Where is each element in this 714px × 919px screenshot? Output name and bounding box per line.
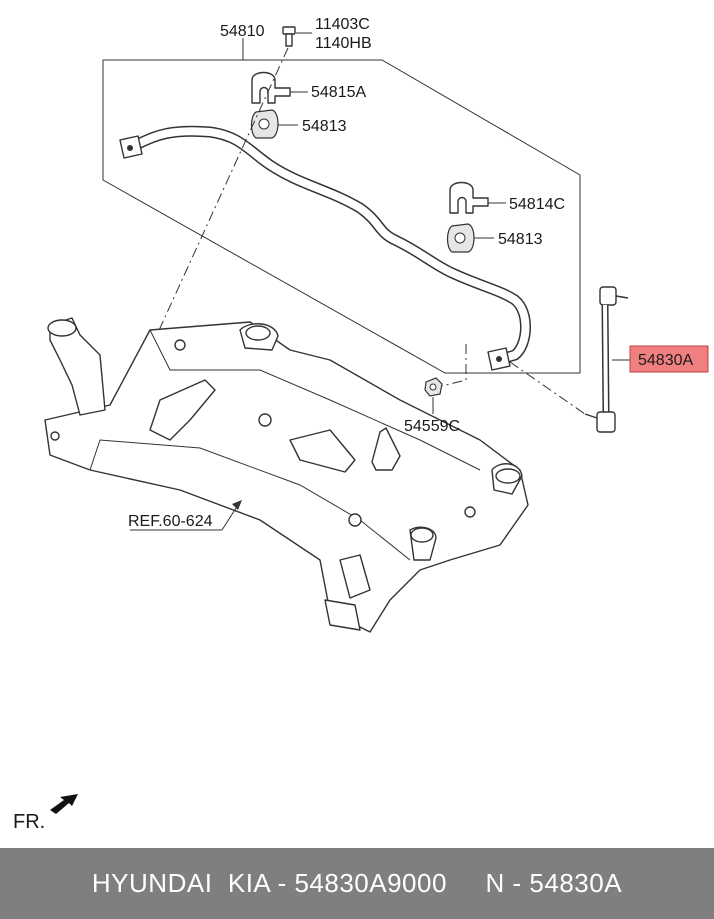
label-bushing-left: 54813 xyxy=(302,118,347,135)
footer-text: HYUNDAI KIA - 54830A9000 N - 54830A xyxy=(91,868,623,898)
link-part xyxy=(584,286,629,433)
label-nut: 54559C xyxy=(404,418,460,435)
assembly-outline xyxy=(102,59,581,374)
label-stabilizer-bar: 54810 xyxy=(220,23,265,40)
label-bracket-right: 54814C xyxy=(509,196,565,213)
link-label-highlight xyxy=(629,345,709,373)
footer-bar: HYUNDAI KIA - 54830A9000 N - 54830A xyxy=(0,848,714,919)
label-ref: REF.60-624 xyxy=(128,513,213,530)
subframe-part xyxy=(44,317,529,633)
parts-diagram: 54810 11403C 1140HB 54815A 54813 54814C … xyxy=(13,16,709,833)
label-bolt-a: 11403C xyxy=(315,16,370,33)
bolt-part xyxy=(282,26,296,47)
bracket-left-part xyxy=(251,71,291,104)
label-bracket-left: 54815A xyxy=(311,84,366,101)
label-link: 54830A xyxy=(638,352,693,369)
bracket-right-part xyxy=(449,181,489,214)
nut-part xyxy=(424,377,443,397)
label-bolt-b: 1140HB xyxy=(315,35,372,52)
label-bushing-right: 54813 xyxy=(498,231,543,248)
front-arrow-icon xyxy=(50,794,78,814)
label-front: FR. xyxy=(13,811,45,833)
